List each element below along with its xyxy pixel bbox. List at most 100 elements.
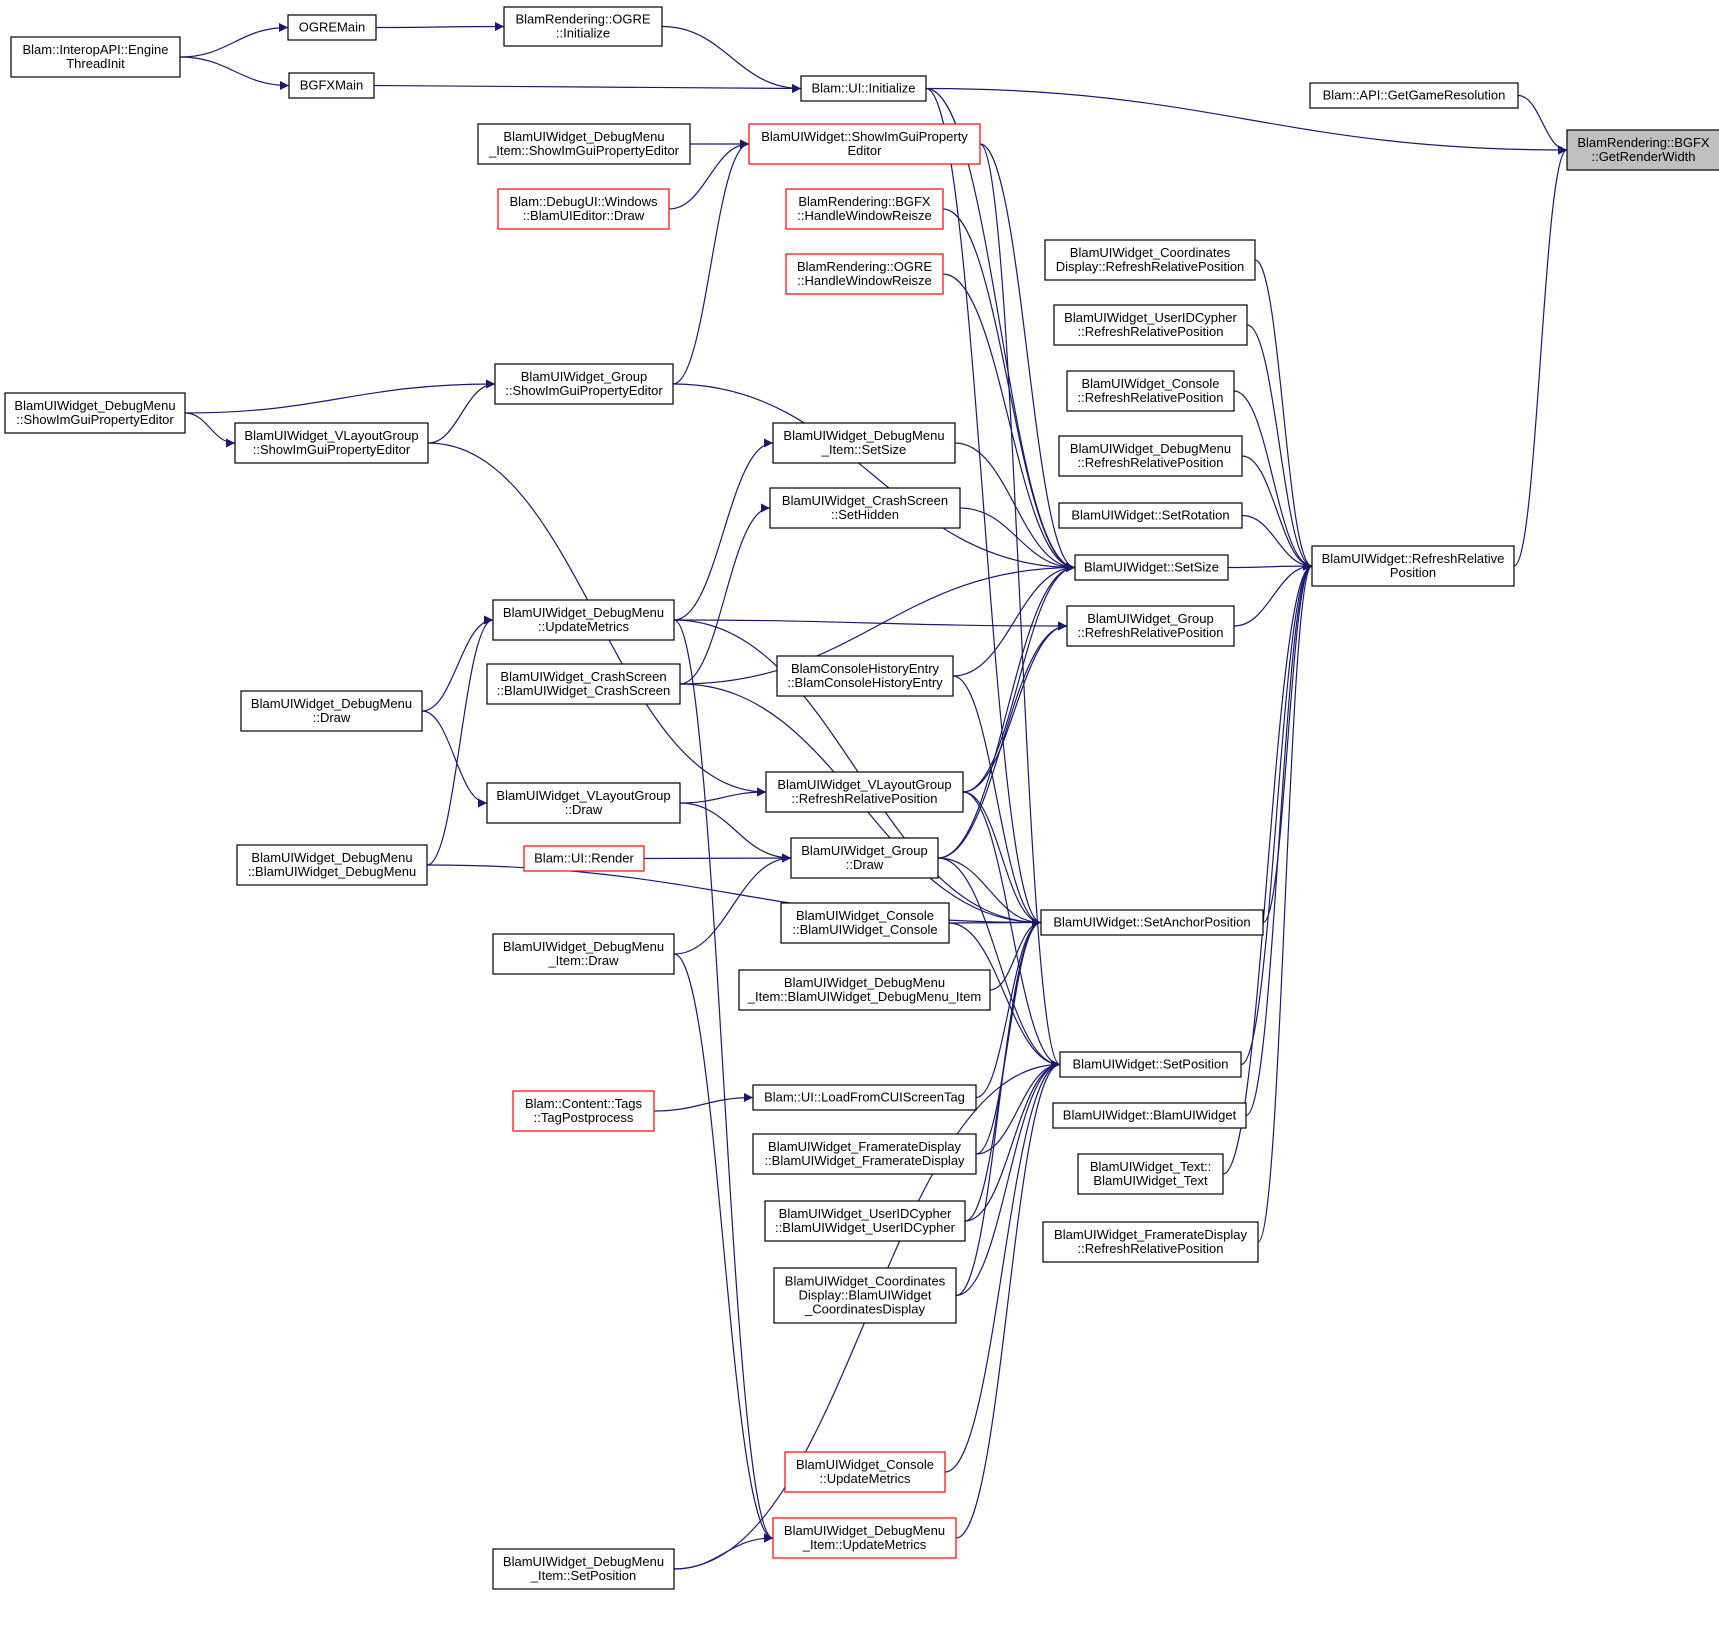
node-ogre-resize[interactable]: BlamRendering::OGRE::HandleWindowReisze: [785, 253, 944, 295]
node-label: ::Draw: [846, 857, 884, 872]
node-vlg-sipe[interactable]: BlamUIWidget_VLayoutGroup::ShowImGuiProp…: [234, 422, 429, 464]
edge-vlg-draw-to-group-draw: [679, 802, 792, 863]
node-dm-ctor[interactable]: BlamUIWidget_DebugMenu::BlamUIWidget_Deb…: [236, 844, 428, 886]
node-label: ::BlamUIWidget_CrashScreen: [497, 683, 670, 698]
node-label: BlamRendering::BGFX: [1577, 135, 1710, 150]
edge-framerate-ctor-to-setanchor: [975, 918, 1042, 1155]
node-ui-render[interactable]: Blam::UI::Render: [523, 845, 645, 872]
node-dm-sipe[interactable]: BlamUIWidget_DebugMenu::ShowImGuiPropert…: [4, 392, 186, 434]
node-console-rrp[interactable]: BlamUIWidget_Console::RefreshRelativePos…: [1066, 370, 1235, 412]
edge-debugmenu-rrp-to-refreshrel: [1241, 455, 1313, 571]
node-useridc-rrp[interactable]: BlamUIWidget_UserIDCypher::RefreshRelati…: [1053, 304, 1248, 346]
node-loadcui[interactable]: Blam::UI::LoadFromCUIScreenTag: [752, 1084, 977, 1111]
node-box: [477, 123, 691, 165]
node-label: ::HandleWindowReisze: [797, 208, 931, 223]
node-ctor-widget[interactable]: BlamUIWidget::BlamUIWidget: [1052, 1102, 1247, 1129]
node-label: ::UpdateMetrics: [538, 619, 630, 634]
node-label: BlamUIWidget_CrashScreen: [500, 669, 666, 684]
node-box: [523, 845, 645, 872]
edge-console-um-to-setposition: [944, 1060, 1061, 1473]
edge-framerate-rrp-to-refreshrel: [1257, 561, 1313, 1243]
node-setrotation[interactable]: BlamUIWidget::SetRotation: [1058, 502, 1243, 529]
node-framerate-rrp[interactable]: BlamUIWidget_FramerateDisplay::RefreshRe…: [1042, 1221, 1259, 1263]
node-box: [776, 655, 954, 697]
node-console-ctor[interactable]: BlamUIWidget_Console::BlamUIWidget_Conso…: [780, 902, 950, 944]
node-ogre-init[interactable]: BlamRendering::OGRE::Initialize: [503, 6, 663, 47]
node-box: [1058, 502, 1243, 529]
node-setsize[interactable]: BlamUIWidget::SetSize: [1074, 554, 1229, 581]
node-group-sipe[interactable]: BlamUIWidget_Group::ShowImGuiPropertyEdi…: [494, 363, 674, 405]
node-label: BlamUIWidget_Text::: [1090, 1159, 1211, 1174]
node-getgameres[interactable]: Blam::API::GetGameResolution: [1309, 82, 1519, 109]
node-box: [1566, 129, 1719, 171]
node-label: BlamUIWidget::SetAnchorPosition: [1053, 915, 1250, 930]
node-box: [240, 690, 423, 732]
node-box: [738, 969, 991, 1011]
node-label: BlamUIWidget_DebugMenu: [251, 696, 412, 711]
node-debugmenu-rrp[interactable]: BlamUIWidget_DebugMenu::RefreshRelativeP…: [1058, 435, 1243, 477]
node-bgfxmain[interactable]: BGFXMain: [288, 72, 375, 99]
node-label: BlamUIWidget_DebugMenu: [503, 129, 664, 144]
node-box: [1058, 435, 1243, 477]
node-refreshrel[interactable]: BlamUIWidget::RefreshRelativePosition: [1311, 545, 1515, 587]
edge-histentry-to-setanchor: [952, 675, 1042, 927]
node-label: BlamUIWidget_FramerateDisplay: [768, 1139, 961, 1154]
node-target[interactable]: BlamRendering::BGFX::GetRenderWidth: [1566, 129, 1719, 171]
node-ctor-text[interactable]: BlamUIWidget_Text::BlamUIWidget_Text: [1077, 1153, 1224, 1195]
edge-dm-ctor-to-dm-um: [426, 615, 494, 866]
node-debugui-draw[interactable]: Blam::DebugUI::Windows::BlamUIEditor::Dr…: [497, 188, 670, 230]
node-label: ::HandleWindowReisze: [797, 273, 931, 288]
node-dmi-sipe[interactable]: BlamUIWidget_DebugMenu_Item::ShowImGuiPr…: [477, 123, 691, 165]
node-dmi-ctor[interactable]: BlamUIWidget_DebugMenu_Item::BlamUIWidge…: [738, 969, 991, 1011]
node-label: BlamUIWidget_DebugMenu: [503, 605, 664, 620]
node-box: [234, 422, 429, 464]
node-box: [492, 933, 675, 975]
node-box: [752, 1133, 977, 1175]
node-dmi-setpos[interactable]: BlamUIWidget_DebugMenu_Item::SetPosition: [492, 1548, 675, 1590]
node-label: ::ShowImGuiPropertyEditor: [505, 383, 663, 398]
node-dmi-setsize[interactable]: BlamUIWidget_DebugMenu_Item::SetSize: [772, 422, 956, 464]
node-group-rrp[interactable]: BlamUIWidget_Group::RefreshRelativePosit…: [1066, 605, 1235, 647]
node-setanchor[interactable]: BlamUIWidget::SetAnchorPosition: [1040, 909, 1264, 936]
node-label: _Item::SetPosition: [530, 1568, 637, 1583]
node-coord-rrp[interactable]: BlamUIWidget_CoordinatesDisplay::Refresh…: [1044, 239, 1256, 281]
node-dmi-draw[interactable]: BlamUIWidget_DebugMenu_Item::Draw: [492, 933, 675, 975]
node-label: BlamRendering::BGFX: [798, 194, 931, 209]
node-crash-ctor[interactable]: BlamUIWidget_CrashScreen::BlamUIWidget_C…: [486, 663, 681, 705]
node-label: BlamRendering::OGRE: [797, 259, 932, 274]
node-showimgui[interactable]: BlamUIWidget::ShowImGuiPropertyEditor: [748, 123, 981, 165]
node-useridc-ctor[interactable]: BlamUIWidget_UserIDCypher::BlamUIWidget_…: [764, 1200, 966, 1242]
node-ui-init[interactable]: Blam::UI::Initialize: [800, 75, 927, 102]
node-box: [1311, 545, 1515, 587]
node-framerate-ctor[interactable]: BlamUIWidget_FramerateDisplay::BlamUIWid…: [752, 1133, 977, 1175]
node-label: ::ShowImGuiPropertyEditor: [16, 412, 174, 427]
node-histentry[interactable]: BlamConsoleHistoryEntry::BlamConsoleHist…: [776, 655, 954, 697]
node-dm-draw[interactable]: BlamUIWidget_DebugMenu::Draw: [240, 690, 423, 732]
node-vlg-draw[interactable]: BlamUIWidget_VLayoutGroup::Draw: [486, 782, 681, 824]
node-box: [492, 1548, 675, 1590]
edge-ctor-text-to-refreshrel: [1222, 561, 1313, 1175]
node-dmi-um[interactable]: BlamUIWidget_DebugMenu_Item::UpdateMetri…: [772, 1517, 957, 1559]
node-box: [1077, 1153, 1224, 1195]
node-setposition[interactable]: BlamUIWidget::SetPosition: [1059, 1051, 1242, 1078]
node-crash-sethidden[interactable]: BlamUIWidget_CrashScreen::SetHidden: [769, 487, 961, 529]
node-label: ::RefreshRelativePosition: [792, 791, 938, 806]
edge-crash-ctor-to-crash-sethidden: [679, 503, 771, 685]
node-tagpost[interactable]: Blam::Content::Tags::TagPostprocess: [512, 1090, 655, 1132]
node-dm-um[interactable]: BlamUIWidget_DebugMenu::UpdateMetrics: [492, 599, 675, 641]
node-coord-ctor[interactable]: BlamUIWidget_CoordinatesDisplay::BlamUIW…: [773, 1267, 957, 1324]
node-box: [1066, 370, 1235, 412]
edge-getgameres-to-target: [1517, 94, 1568, 155]
node-label: _Item::Draw: [547, 953, 619, 968]
edge-ctor-widget-to-refreshrel: [1245, 561, 1313, 1117]
node-bgfx-resize[interactable]: BlamRendering::BGFX::HandleWindowReisze: [785, 188, 944, 230]
node-label: Blam::API::GetGameResolution: [1323, 88, 1506, 103]
node-ogremain[interactable]: OGREMain: [287, 14, 377, 41]
node-label: ::BlamUIWidget_Console: [792, 922, 937, 937]
node-console-um[interactable]: BlamUIWidget_Console::UpdateMetrics: [784, 1451, 946, 1493]
node-label: _Item::BlamUIWidget_DebugMenu_Item: [747, 989, 981, 1004]
node-box: [772, 1517, 957, 1559]
node-group-draw[interactable]: BlamUIWidget_Group::Draw: [790, 837, 939, 879]
node-vlg-rrp[interactable]: BlamUIWidget_VLayoutGroup::RefreshRelati…: [765, 771, 964, 813]
